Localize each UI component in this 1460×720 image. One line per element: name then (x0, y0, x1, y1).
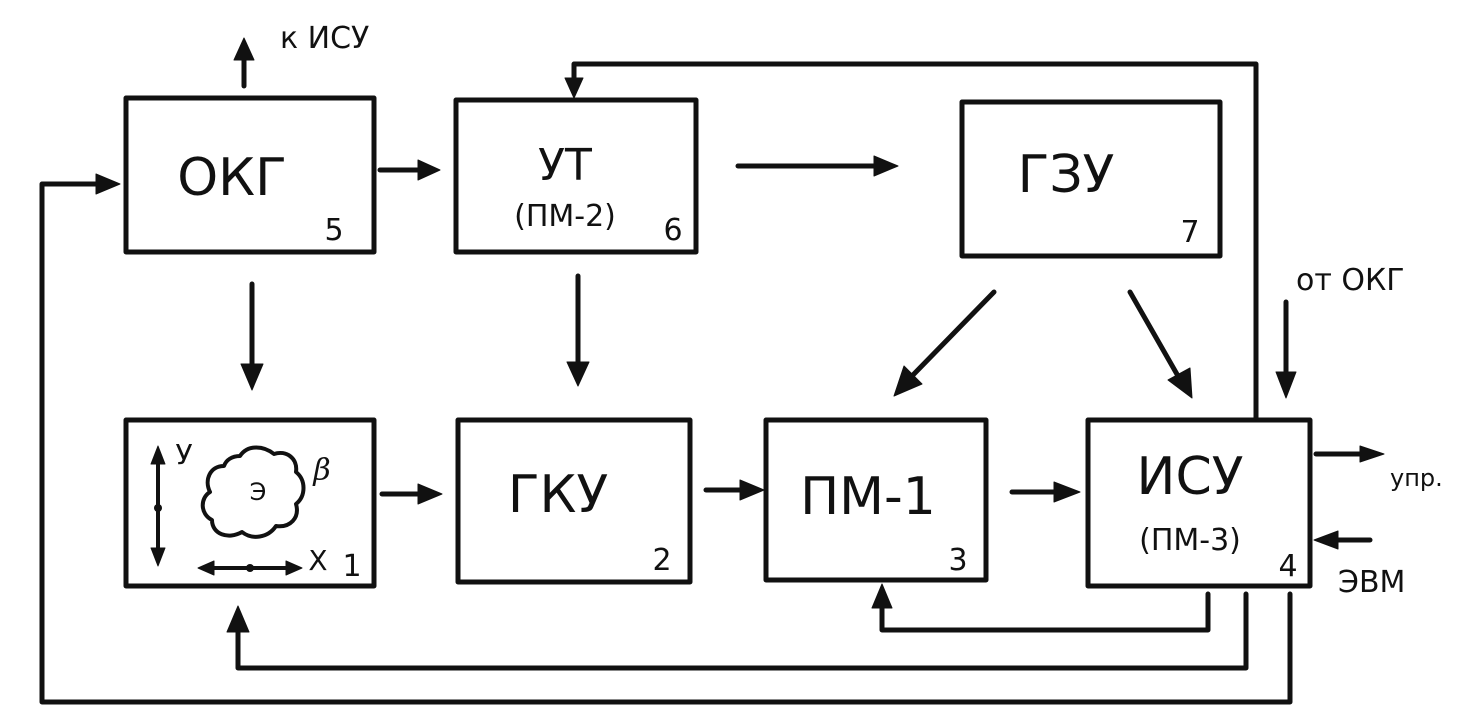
block-gzu-number: 7 (1180, 215, 1199, 250)
arrow-okg-to-isu-label (233, 37, 255, 89)
block-pm1-label: ПМ-1 (800, 467, 936, 527)
arrow-isu-feedback-to-pm1 (871, 583, 1211, 633)
label-computer: ЭВМ (1338, 565, 1405, 600)
arrow-ut-to-gzu (735, 155, 899, 177)
block-isu: ИСУ (ПМ-3) 4 (1085, 417, 1313, 589)
object-inner-label: Э (250, 478, 267, 506)
arrow-isu-feedback-to-okg (39, 173, 1293, 705)
block-gzu: ГЗУ 7 (959, 99, 1223, 259)
block-gku-label: ГКУ (508, 465, 608, 525)
label-from-okg: от ОКГ (1296, 263, 1405, 298)
axis-x-label: Х (308, 544, 327, 577)
block-ut-label: УТ (538, 140, 592, 191)
block-object-number: 1 (342, 549, 361, 584)
axis-y-label: У (175, 438, 192, 471)
arrow-computer-to-isu (1313, 530, 1373, 550)
block-okg-label: ОКГ (177, 148, 287, 208)
block-okg: ОКГ 5 (123, 95, 377, 255)
block-gku: ГКУ 2 (455, 417, 693, 585)
arrow-isu-feedback-to-object (226, 591, 1249, 671)
block-ut: УТ (ПМ-2) 6 (453, 97, 699, 255)
block-gzu-label: ГЗУ (1018, 145, 1115, 205)
arrow-gku-to-pm1 (703, 479, 765, 501)
block-okg-number: 5 (324, 213, 343, 248)
arrow-gzu-to-pm1 (893, 289, 997, 397)
block-isu-sublabel: (ПМ-3) (1139, 523, 1241, 558)
arrow-ut-to-gku (566, 273, 590, 387)
arrow-from-okg-to-isu (1275, 299, 1297, 399)
object-outline (200, 445, 306, 539)
arrow-okg-to-object (240, 281, 264, 391)
block-pm1: ПМ-1 3 (763, 417, 989, 583)
arrow-pm1-to-isu (1009, 481, 1081, 503)
object-beta-symbol: β (312, 453, 330, 488)
block-ut-number: 6 (663, 213, 682, 248)
block-isu-number: 4 (1278, 549, 1297, 584)
arrow-isu-feedback-to-ut (564, 61, 1259, 421)
block-pm1-number: 3 (948, 543, 967, 578)
block-ut-sublabel: (ПМ-2) (514, 199, 616, 234)
label-to-isu: к ИСУ (280, 21, 369, 56)
arrow-isu-to-control (1313, 445, 1385, 463)
block-isu-label: ИСУ (1137, 447, 1244, 507)
block-gku-number: 2 (652, 543, 671, 578)
arrow-object-to-gku (379, 483, 443, 505)
label-control-output: упр. (1390, 464, 1443, 492)
block-object: У Э β Х 1 (123, 417, 377, 589)
arrow-gzu-to-isu (1127, 289, 1193, 399)
arrow-okg-to-ut (377, 159, 441, 181)
